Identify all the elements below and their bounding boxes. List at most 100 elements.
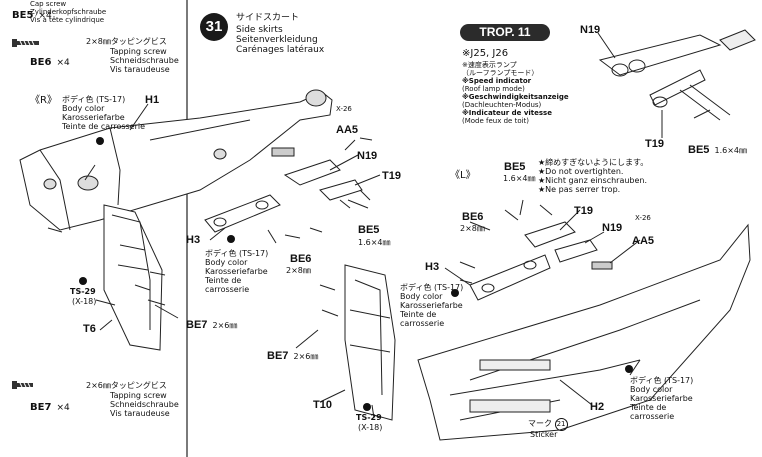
left-be5-size: 1.6×4㎜ — [503, 174, 536, 183]
left-be7-callout: BE7 2×6㎜ — [267, 344, 318, 363]
trop-models: ※J25, J26 — [462, 48, 509, 59]
be6-part-code: BE6 ×4 — [30, 50, 70, 69]
tap-screw-short-en: Tapping screw — [110, 391, 167, 400]
left-x26-label: X-26 — [635, 214, 651, 222]
left-sticker-mark: マーク 21 — [528, 418, 568, 431]
be7-code: BE7 — [30, 402, 52, 413]
step-title-de: Seitenverkleidung — [236, 35, 318, 45]
left-warning: ★締めすぎないようにします。 ★Do not overtighten. ★Nic… — [538, 158, 648, 194]
right-h3-color: ボディ色 (TS-17) Body color Karosseriefarbe … — [205, 249, 268, 294]
trop-be5-label: BE5 — [688, 144, 710, 156]
right-aa5-label: AA5 — [336, 124, 359, 136]
sticker-drop-icon — [363, 403, 371, 411]
left-body-color-de: Karosseriefarbe — [400, 301, 463, 310]
right-be7-label: BE7 — [186, 319, 208, 331]
right-skirt-body — [19, 91, 333, 231]
right-be6-size: 2×8㎜ — [286, 266, 311, 275]
left-h2-color-fr2: carrosserie — [630, 412, 675, 421]
left-h2-color-de: Karosseriefarbe — [630, 394, 693, 403]
right-be6-label: BE6 — [290, 253, 312, 265]
right-n19-label: N19 — [357, 150, 378, 162]
left-warning-de: ★Nicht ganz einschrauben. — [538, 176, 648, 185]
paint-drop-icon — [451, 289, 459, 297]
right-h3-plate — [204, 194, 281, 233]
right-body-color-jp: ボディ色 (TS-17) — [62, 95, 126, 104]
be5-part-code: BE5 ×4 — [12, 3, 52, 22]
right-be5-label: BE5 — [358, 224, 380, 236]
left-h2-color: ボディ色 (TS-17) Body color Karosseriefarbe … — [630, 376, 693, 421]
tap-screw-legend: Tapping screw Schneidschraube Vis taraud… — [110, 47, 179, 74]
left-h2-color-fr1: Teinte de — [630, 403, 667, 412]
right-body-color-en: Body color — [62, 104, 105, 113]
left-be7-label: BE7 — [267, 350, 289, 362]
be7-part-code: BE7 ×4 — [30, 395, 70, 414]
tap-screw-de: Schneidschraube — [110, 56, 179, 65]
left-body-color-fr1: Teinte de — [400, 310, 437, 319]
right-t6-bracket — [103, 204, 163, 351]
right-side-marker: 《R》 — [30, 95, 57, 106]
left-body-color-fr2: carrosserie — [400, 319, 445, 328]
be5-code: BE5 — [12, 10, 34, 21]
right-body-color-de: Karosseriefarbe — [62, 113, 125, 122]
step-title-jp: サイドスカート — [236, 13, 300, 23]
right-h3-color-jp: ボディ色 (TS-17) — [205, 249, 269, 258]
right-be5-size: 1.6×4㎜ — [358, 238, 391, 247]
left-warning-fr: ★Ne pas serrer trop. — [538, 185, 621, 194]
tap-screw-short-de: Schneidschraube — [110, 400, 179, 409]
left-t19-label: T19 — [574, 205, 593, 217]
tap-screw-en: Tapping screw — [110, 47, 167, 56]
left-h3-plate — [469, 254, 551, 301]
right-h1-label: H1 — [145, 94, 160, 106]
trop-n19-label: N19 — [580, 24, 601, 36]
left-t10-bracket — [344, 264, 396, 421]
cap-screw-legend: Cap screw Zylinderkopfschraube Vis à têt… — [30, 0, 106, 24]
left-body-color: ボディ色 (TS-17) Body color Karosseriefarbe … — [400, 283, 463, 328]
left-be5-label: BE5 — [504, 161, 526, 173]
left-sticker-label: Sticker — [530, 430, 558, 439]
be6-code: BE6 — [30, 57, 52, 68]
cap-screw-de: Zylinderkopfschraube — [30, 8, 107, 16]
right-h3-color-fr2: carrosserie — [205, 285, 250, 294]
trop-note-4: (Roof lamp mode) — [462, 85, 525, 93]
sticker-drop-icon — [79, 277, 87, 285]
right-body-color: ボディ色 (TS-17) Body color Karosseriefarbe … — [62, 95, 145, 131]
step-number-badge: 31 — [200, 13, 228, 41]
step-title-en: Side skirts — [236, 25, 283, 35]
tap-screw-short-legend: Tapping screw Schneidschraube Vis taraud… — [110, 391, 179, 418]
trop-be5-callout: BE5 1.6×4㎜ — [688, 138, 747, 157]
left-h2-color-jp: ボディ色 (TS-17) — [630, 376, 694, 385]
tap-screw-short-jp: 2×6㎜タッピングビス — [86, 381, 167, 390]
be6-qty: ×4 — [56, 58, 70, 68]
tap-screw-short-icon — [12, 381, 33, 389]
step-title-block: Side skirts Seitenverkleidung Carénages … — [236, 25, 324, 55]
left-ts29-x: (X-18) — [358, 423, 383, 432]
left-mark-jp: マーク — [528, 419, 552, 428]
step-title-fr: Carénages latéraux — [236, 45, 325, 55]
tap-screw-icon — [12, 39, 39, 47]
paint-drop-icon — [227, 235, 235, 243]
left-body-color-en: Body color — [400, 292, 443, 301]
trop-note-6: (Dachleuchten-Modus) — [462, 101, 542, 109]
left-h3-label: H3 — [425, 261, 440, 273]
trop-note-5: ※Geschwindigkeitsanzeige — [462, 93, 569, 101]
trop-be5-size: 1.6×4㎜ — [714, 146, 748, 155]
left-n19-label: N19 — [602, 222, 623, 234]
paint-drop-icon — [96, 137, 104, 145]
tap-screw-fr: Vis taraudeuse — [110, 65, 170, 74]
trop-note-1: ※速度表示ランプ — [462, 61, 517, 69]
right-h3-color-de: Karosseriefarbe — [205, 267, 268, 276]
right-h3-color-fr1: Teinte de — [205, 276, 242, 285]
left-be7-size: 2×6㎜ — [293, 352, 319, 361]
trop-note-8: (Mode feux de toit) — [462, 117, 530, 125]
right-be7-callout: BE7 2×6㎜ — [186, 313, 237, 332]
left-warning-en: ★Do not overtighten. — [538, 167, 624, 176]
trop-notes: ※速度表示ランプ （ルーフランプモード） ※Speed indicator (R… — [462, 61, 569, 125]
left-h2-label: H2 — [590, 401, 605, 413]
trop-t19-label: T19 — [645, 138, 664, 150]
left-skirt-body — [417, 223, 751, 441]
tap-screw-jp: 2×8㎜タッピングビス — [86, 37, 167, 46]
left-be6-size: 2×8㎜ — [460, 224, 485, 233]
right-ts29-x: (X-18) — [72, 297, 97, 306]
right-t6-label: T6 — [83, 323, 96, 335]
